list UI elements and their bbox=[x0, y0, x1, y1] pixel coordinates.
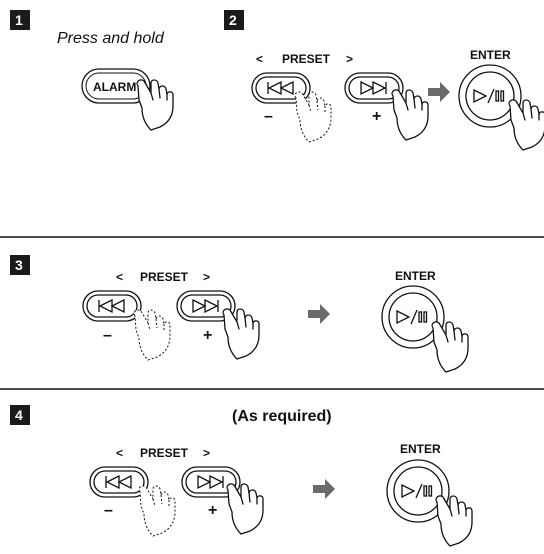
step-2: 2 < PRESET > – + bbox=[224, 10, 544, 151]
enter-label: ENTER bbox=[470, 48, 511, 62]
play-pause-icon bbox=[401, 483, 433, 499]
skip-forward-icon bbox=[192, 298, 219, 314]
plus-label: + bbox=[208, 502, 217, 519]
preset-right-chevron: > bbox=[203, 270, 210, 284]
step-instruction: Press and hold bbox=[57, 30, 165, 47]
play-pause-icon bbox=[396, 309, 428, 325]
enter-button[interactable] bbox=[381, 285, 445, 349]
skip-back-icon bbox=[105, 474, 132, 490]
pressing-hand-icon bbox=[222, 308, 260, 360]
preset-left-chevron: < bbox=[116, 270, 123, 284]
step-number: 1 bbox=[15, 12, 23, 28]
plus-label: + bbox=[372, 108, 381, 125]
pressing-hand-icon bbox=[136, 79, 174, 131]
preset-next-button[interactable] bbox=[176, 290, 236, 322]
skip-forward-icon bbox=[360, 80, 387, 96]
step-badge: 1 bbox=[10, 10, 30, 30]
preset-prev-button[interactable] bbox=[82, 290, 142, 322]
play-pause-icon bbox=[473, 88, 505, 104]
pressing-hand-icon bbox=[508, 99, 544, 151]
step-note: (As required) bbox=[232, 408, 332, 425]
alarm-button-label: ALARM bbox=[93, 80, 136, 94]
step-1: 1 Press and hold ALARM bbox=[10, 10, 174, 131]
preset-next-button[interactable] bbox=[344, 72, 404, 104]
preset-left-chevron: < bbox=[256, 52, 263, 66]
step-badge: 3 bbox=[10, 255, 30, 275]
step-number: 2 bbox=[229, 12, 237, 28]
preset-left-chevron: < bbox=[116, 446, 123, 460]
enter-label: ENTER bbox=[400, 442, 441, 456]
minus-label: – bbox=[103, 327, 112, 344]
skip-back-icon bbox=[98, 298, 125, 314]
hand-outline-icon bbox=[133, 309, 171, 361]
step-3: 3 < PRESET > – + bbox=[10, 255, 469, 373]
minus-label: – bbox=[264, 108, 273, 125]
pressing-hand-icon bbox=[226, 483, 264, 535]
preset-prev-button[interactable] bbox=[89, 466, 149, 498]
step-badge: 2 bbox=[224, 10, 244, 30]
enter-button[interactable] bbox=[458, 64, 522, 128]
enter-label: ENTER bbox=[395, 269, 436, 283]
step-4: 4 (As required) < PRESET > – + bbox=[10, 405, 473, 547]
preset-right-chevron: > bbox=[346, 52, 353, 66]
preset-right-chevron: > bbox=[203, 446, 210, 460]
step-number: 3 bbox=[15, 257, 23, 273]
preset-label: PRESET bbox=[140, 446, 189, 460]
right-arrow-icon bbox=[428, 82, 450, 102]
hand-outline-icon bbox=[294, 91, 332, 143]
preset-prev-button[interactable] bbox=[251, 72, 311, 104]
skip-forward-icon bbox=[197, 474, 224, 490]
preset-next-button[interactable] bbox=[181, 466, 241, 498]
right-arrow-icon bbox=[313, 479, 335, 499]
pressing-hand-icon bbox=[435, 495, 473, 547]
enter-button[interactable] bbox=[386, 459, 450, 523]
minus-label: – bbox=[104, 502, 113, 519]
pressing-hand-icon bbox=[391, 89, 429, 141]
preset-label: PRESET bbox=[282, 52, 331, 66]
preset-label: PRESET bbox=[140, 270, 189, 284]
right-arrow-icon bbox=[308, 304, 330, 324]
step-number: 4 bbox=[15, 407, 23, 423]
plus-label: + bbox=[203, 327, 212, 344]
pressing-hand-icon bbox=[431, 321, 469, 373]
step-badge: 4 bbox=[10, 405, 30, 425]
alarm-button[interactable]: ALARM bbox=[81, 68, 151, 104]
hand-outline-icon bbox=[138, 485, 176, 537]
skip-back-icon bbox=[267, 80, 294, 96]
